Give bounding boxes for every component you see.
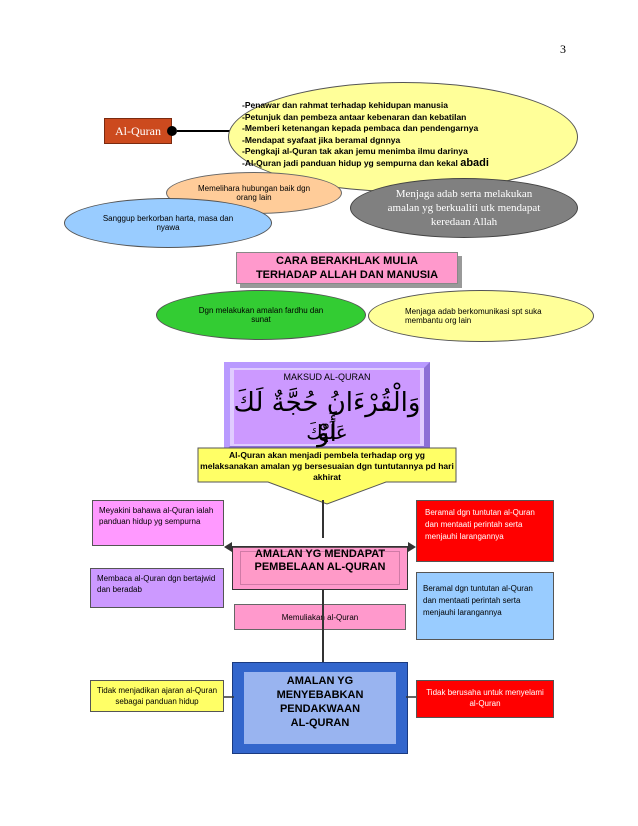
amalan2-line2: MENYEBABKAN	[276, 689, 364, 701]
banner-line1: CARA BERAKHLAK MULIA	[276, 255, 418, 267]
maksud-inner	[234, 370, 420, 444]
amalan2-line3: PENDAKWAAN	[279, 703, 361, 715]
connector-line	[322, 590, 324, 662]
benefit-item: -Penawar dan rahmat terhadap kehidupan m…	[242, 100, 448, 110]
arrow-text: Al-Quran akan menjadi pembela terhadap o…	[200, 450, 454, 482]
connector-line	[322, 500, 324, 538]
benefit-item-last: -Al-Quran jadi panduan hidup yg sempurna…	[242, 156, 572, 170]
amalan-pendakwaan-title: AMALAN YG MENYEBABKAN PENDAKWAAN AL-QURA…	[244, 674, 396, 730]
arabic-line1: وَالْقُرْءَانُ حُجَّةٌ لَكَ أَوْ	[233, 388, 421, 448]
banner-line2: TERHADAP ALLAH DAN MANUSIA	[255, 269, 439, 281]
communication-oval: Menjaga adab berkomunikasi spt suka memb…	[368, 290, 594, 342]
obey-box-red: Beramal dgn tuntutan al-Quran dan mentaa…	[416, 500, 554, 562]
sacrifice-oval: Sanggup berkorban harta, masa dan nyawa	[64, 198, 272, 248]
amalan2-line1: AMALAN YG	[286, 675, 354, 687]
amalan-pembelaan-inner	[240, 551, 400, 585]
benefit-item-emphasis: abadi	[460, 156, 489, 169]
adab-oval: Menjaga adab serta melakukan amalan yg b…	[350, 178, 578, 238]
connector-dot	[167, 126, 177, 136]
amalan2-line4: AL-QURAN	[290, 717, 350, 729]
benefit-item: -Pengkaji al-Quran tak akan jemu menimba…	[242, 146, 468, 156]
arabic-line2: عَلَيْكَ	[306, 420, 348, 444]
fardhu-oval: Dgn melakukan amalan fardhu dan sunat	[156, 290, 366, 340]
connector-line	[177, 130, 237, 132]
belief-box: Meyakini bahawa al-Quran ialah panduan h…	[92, 500, 224, 546]
obey-box-blue: Beramal dgn tuntutan al-Quran dan mentaa…	[416, 572, 554, 640]
amalan-pembelaan-title: AMALAN YG MENDAPAT PEMBELAAN AL-QURAN	[254, 548, 386, 573]
pembelaan-arrows	[224, 542, 416, 552]
down-arrow-shape	[197, 447, 457, 505]
benefit-item: -Petunjuk dan pembeza antaar kebenaran d…	[242, 111, 467, 122]
memuliakan-box: Memuliakan al-Quran	[234, 604, 406, 630]
pendakwaan-arrows	[224, 696, 416, 698]
akhlak-banner: CARA BERAKHLAK MULIA TERHADAP ALLAH DAN …	[236, 252, 458, 284]
not-explore-box: Tidak berusaha untuk menyelami al-Quran	[416, 680, 554, 718]
tajwid-box: Membaca al-Quran dgn bertajwid dan berad…	[90, 568, 224, 608]
amalan-pendakwaan-inner	[244, 672, 396, 744]
page-number: 3	[560, 42, 566, 56]
alquran-label: Al-Quran	[104, 118, 172, 144]
benefit-item-text: -Al-Quran jadi panduan hidup yg sempurna…	[242, 157, 458, 168]
not-guide-box: Tidak menjadikan ajaran al-Quran sebagai…	[90, 680, 224, 712]
benefits-list: -Penawar dan rahmat terhadap kehidupan m…	[242, 100, 572, 169]
maksud-title: MAKSUD AL-QURAN	[283, 372, 371, 382]
benefit-item: -Mendapat syafaat jika beramal dgnnya	[242, 134, 401, 145]
benefit-item: -Memberi ketenangan kepada pembaca dan p…	[242, 123, 479, 133]
